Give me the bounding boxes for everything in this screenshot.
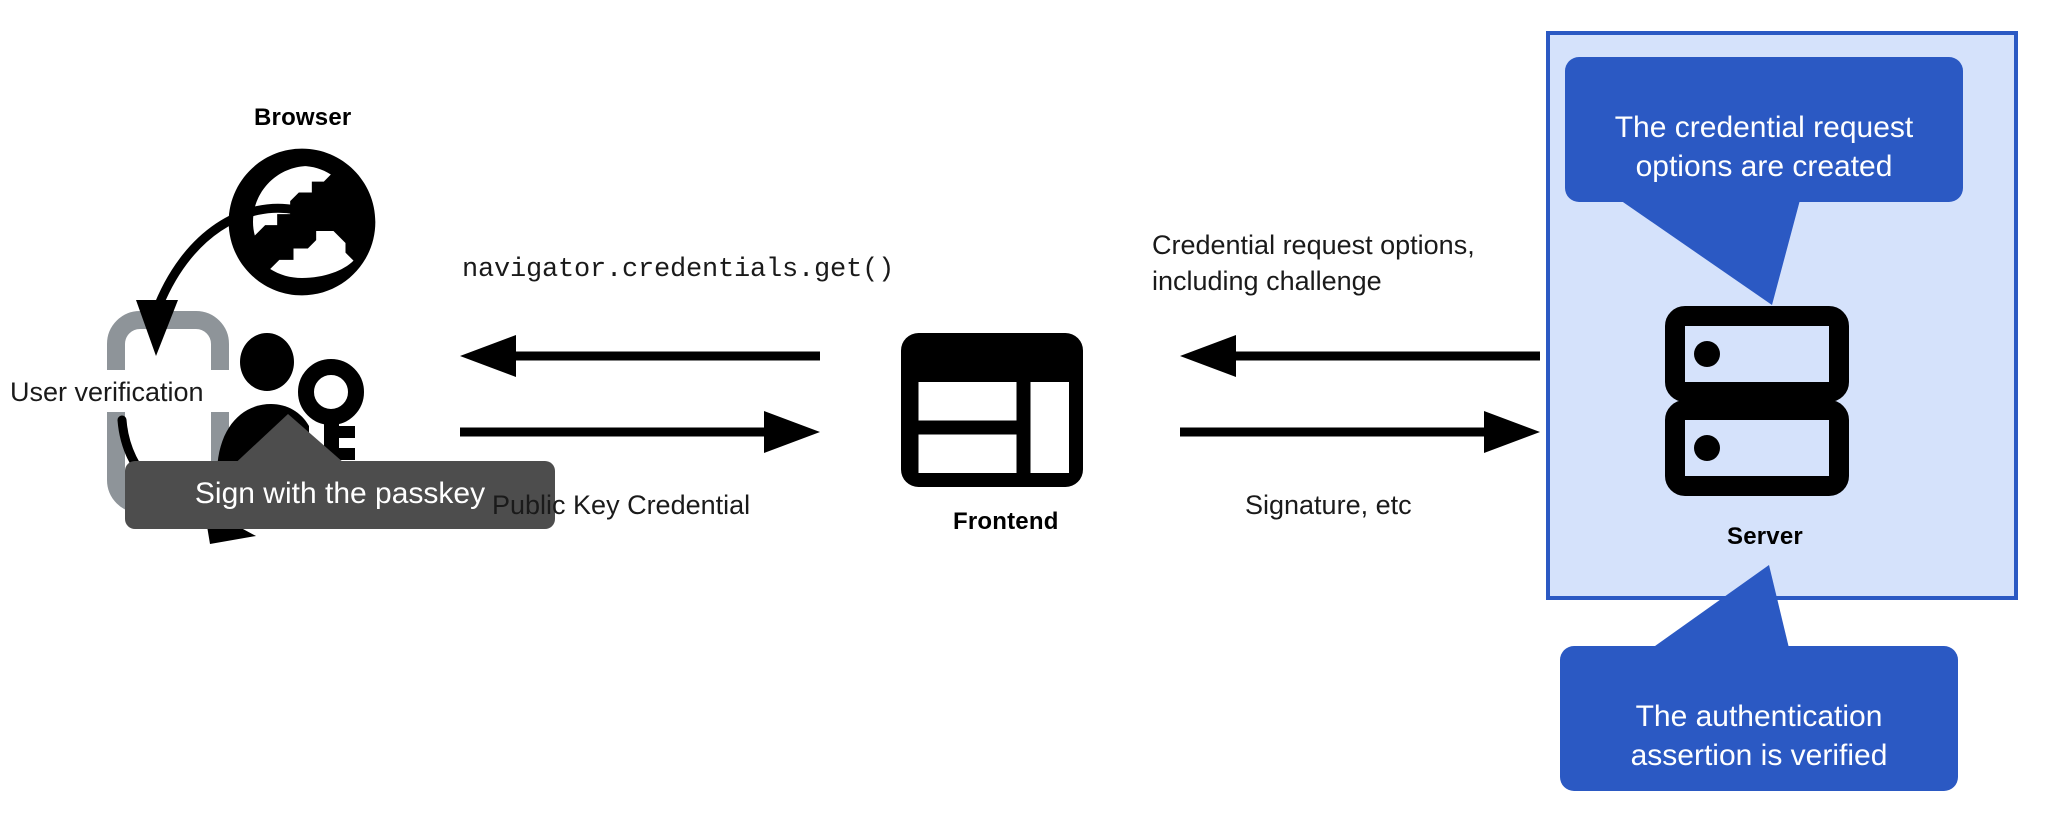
phone-label-mask (100, 370, 250, 412)
top-callout-tail (1620, 200, 1830, 310)
sign-passkey-tooltip-text: Sign with the passkey (194, 477, 486, 510)
server-label: Server (1727, 523, 1803, 550)
user-verification-label: User verification (10, 377, 204, 407)
server-rack-icon (1665, 306, 1849, 496)
globe-icon (222, 142, 382, 302)
bottom-callout-text: The authentication assertion is verified (1630, 700, 1888, 772)
sign-passkey-tooltip-tail (228, 414, 368, 474)
frontend-label: Frontend (953, 508, 1059, 535)
browser-label: Browser (254, 104, 352, 131)
sign-passkey-tooltip: Sign with the passkey (125, 461, 555, 529)
signature-etc-label: Signature, etc (1245, 490, 1412, 520)
public-key-credential-label: Public Key Credential (492, 490, 751, 520)
browser-to-phone-arrow (96, 192, 316, 382)
navigator-call-label: navigator.credentials.get() (462, 255, 895, 285)
bottom-callout: The authentication assertion is verified (1560, 646, 1958, 792)
browser-to-frontend-arrow (460, 411, 820, 453)
credential-request-options-label: Credential request options, including ch… (1152, 230, 1475, 296)
top-callout-text: The credential request options are creat… (1614, 111, 1914, 183)
server-to-frontend-arrow (1180, 335, 1540, 377)
window-layout-icon (894, 325, 1090, 495)
frontend-to-browser-arrow (460, 335, 820, 377)
frontend-to-server-arrow (1180, 411, 1540, 453)
top-callout: The credential request options are creat… (1565, 57, 1963, 203)
